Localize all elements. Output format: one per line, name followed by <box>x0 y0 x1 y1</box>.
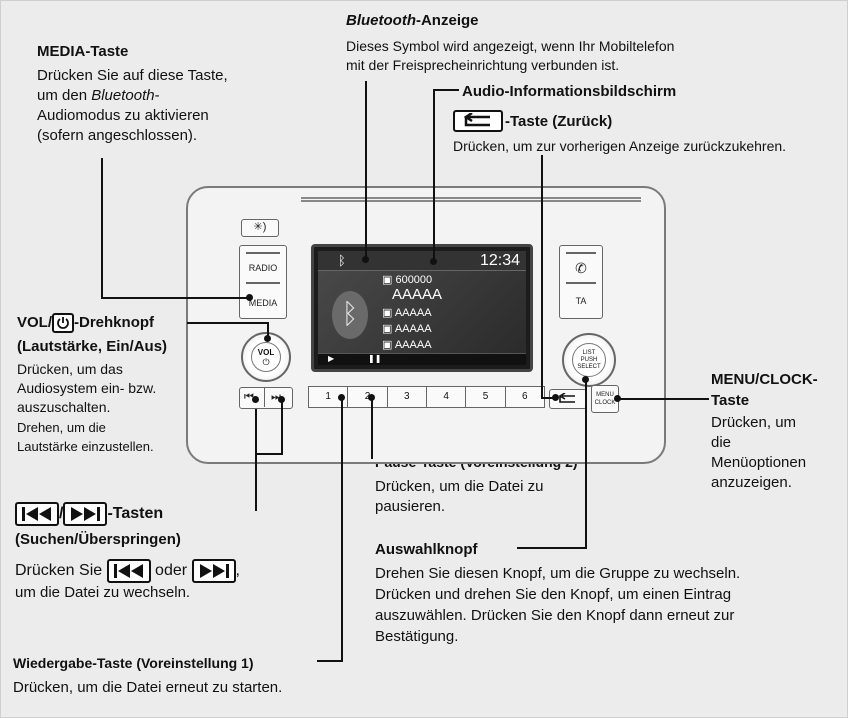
leader-media <box>101 158 103 299</box>
screen-time: 12:34 <box>479 252 520 269</box>
seek-back-icon-inline <box>106 559 151 583</box>
sun-icon: ✳︎) <box>253 221 267 233</box>
vol-desc-5: Lautstärke einzustellen. <box>17 439 154 454</box>
leader-audio-screen <box>433 89 459 91</box>
leader-vol <box>187 322 269 324</box>
seek-title-2: (Suchen/Überspringen) <box>15 531 181 548</box>
bluetooth-icon: ᛒ <box>338 253 346 268</box>
phone-ta-panel: ✆ TA <box>559 245 603 319</box>
preset-6-button[interactable]: 6 <box>504 386 545 408</box>
seek-back-icon <box>15 502 59 526</box>
pause-desc-1: Drücken, um die Datei zu <box>375 478 544 495</box>
cd-slot <box>301 197 641 202</box>
audio-screen-title: Audio-Informationsbildschirm <box>462 83 677 100</box>
leader-play <box>341 397 343 662</box>
screen-track-number: ▣ 600000 <box>382 274 433 286</box>
bluetooth-indicator-title: Bluetooth-Anzeige <box>346 12 479 29</box>
phone-icon[interactable]: ✆ <box>575 260 587 276</box>
play-icon: ▶ <box>328 354 335 363</box>
back-icon <box>453 110 503 132</box>
audio-info-screen: ᛒ 12:34 ᛒ ▣ 600000 AAAAA ▣ AAAAA ▣ AAAAA… <box>311 244 533 372</box>
back-button-title: -Taste (Zurück) <box>505 113 613 130</box>
select-desc-4: Bestätigung. <box>375 628 459 645</box>
leader-pause <box>371 397 373 459</box>
media-desc-2: um den Bluetooth- <box>37 87 160 104</box>
media-desc-1: Drücken Sie auf diese Taste, <box>37 67 228 84</box>
preset-buttons: 1 2 3 4 5 6 <box>308 386 545 408</box>
screen-row-1: ▣ AAAAA <box>382 307 432 319</box>
back-button-desc: Drücken, um zur vorherigen Anzeige zurüc… <box>453 138 787 154</box>
seek-forward-button[interactable]: ⏭ <box>271 391 281 403</box>
leader-back <box>541 155 543 399</box>
seek-buttons-unit: ⏮ ⏭ <box>239 387 293 409</box>
ta-button[interactable]: TA <box>575 296 587 306</box>
seek-forward-icon-inline <box>191 559 236 583</box>
play-desc: Drücken, um die Datei erneut zu starten. <box>13 679 283 696</box>
vol-knob-title-2: (Lautstärke, Ein/Aus) <box>17 338 168 355</box>
leader-menu <box>617 398 709 400</box>
leader-select <box>585 379 587 549</box>
leader-bluetooth <box>365 81 367 259</box>
seek-desc-2: um die Datei zu wechseln. <box>15 584 191 601</box>
select-knob-title: Auswahlknopf <box>375 541 478 558</box>
seek-buttons-title: /-Tasten <box>15 502 163 526</box>
select-knob[interactable]: LIST PUSH SELECT <box>562 333 616 387</box>
media-button[interactable]: MEDIA <box>248 298 278 308</box>
menu-clock-title-2: Taste <box>711 392 750 409</box>
menu-desc-3: Menüoptionen <box>711 454 807 471</box>
screen-title: AAAAA <box>392 286 443 303</box>
vol-knob-title: VOL/-Drehknopf <box>17 313 154 334</box>
preset-5-button[interactable]: 5 <box>465 386 506 408</box>
screen-row-2: ▣ AAAAA <box>382 323 432 335</box>
media-desc-3: Audiomodus zu aktivieren <box>37 107 209 124</box>
leader-seek <box>255 409 257 511</box>
pause-icon: ❚❚ <box>368 354 382 363</box>
hazard-button[interactable]: ✳︎) <box>241 219 279 237</box>
preset-3-button[interactable]: 3 <box>386 386 427 408</box>
seek-desc-1: Drücken Sie oder , <box>15 559 240 583</box>
vol-desc-1: Drücken, um das <box>17 361 123 377</box>
power-symbol-icon: ⏻ <box>262 357 270 367</box>
seek-back-button[interactable]: ⏮ <box>244 391 254 403</box>
media-desc-4: (sofern angeschlossen). <box>37 127 198 144</box>
screen-row-3: ▣ AAAAA <box>382 339 432 351</box>
menu-clock-title-1: MENU/CLOCK- <box>711 371 818 388</box>
play-button-title: Wiedergabe-Taste (Voreinstellung 1) <box>13 655 254 671</box>
menu-desc-2: die <box>711 434 732 451</box>
preset-1-button[interactable]: 1 <box>308 386 349 408</box>
bluetooth-large-icon: ᛒ <box>332 291 368 339</box>
select-desc-3: auszuwählen. Drücken Sie den Knopf dann … <box>375 607 735 624</box>
radio-media-button-panel: RADIO MEDIA <box>239 245 287 319</box>
bluetooth-indicator-desc-1: Dieses Symbol wird angezeigt, wenn Ihr M… <box>346 38 675 54</box>
pause-desc-2: pausieren. <box>375 498 446 515</box>
power-icon <box>52 313 75 334</box>
media-button-title: MEDIA-Taste <box>37 43 129 60</box>
vol-desc-4: Drehen, um die <box>17 420 106 435</box>
menu-desc-1: Drücken, um <box>711 414 797 431</box>
bluetooth-indicator-desc-2: mit der Freisprecheinrichtung verbunden … <box>346 57 620 73</box>
vol-desc-2: Audiosystem ein- bzw. <box>17 380 157 396</box>
select-desc-2: Drücken und drehen Sie den Knopf, um ein… <box>375 586 732 603</box>
select-desc-1: Drehen Sie diesen Knopf, um die Gruppe z… <box>375 565 741 582</box>
preset-4-button[interactable]: 4 <box>425 386 467 408</box>
radio-button[interactable]: RADIO <box>248 263 278 273</box>
seek-forward-icon <box>63 502 108 526</box>
vol-desc-3: auszuschalten. <box>17 399 111 415</box>
menu-desc-4: anzuzeigen. <box>711 474 792 491</box>
